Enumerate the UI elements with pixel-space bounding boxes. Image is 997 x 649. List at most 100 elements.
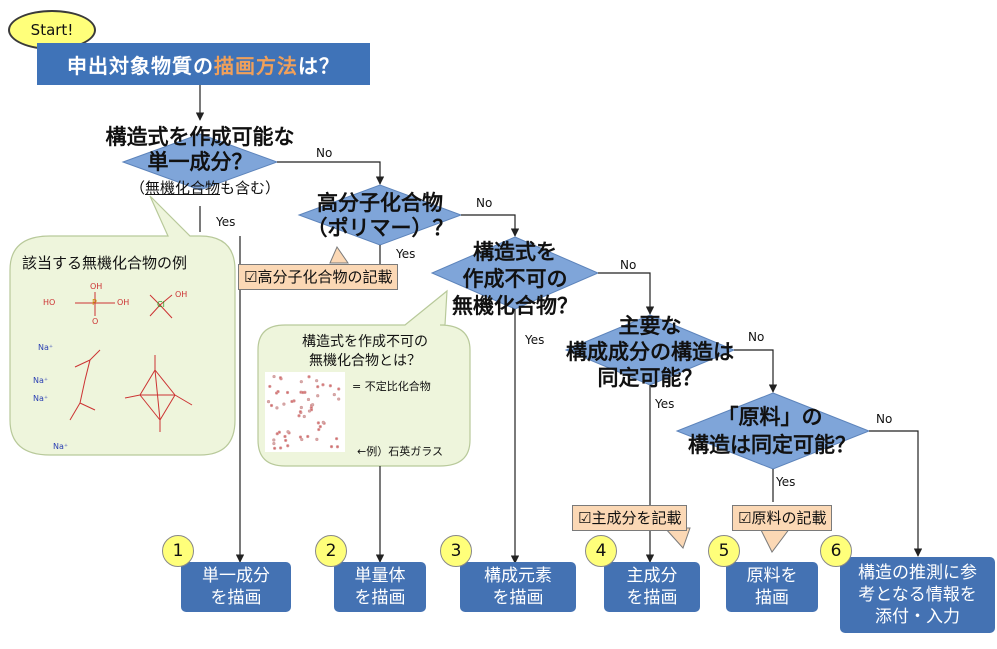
result-5-badge: 5 xyxy=(708,535,740,567)
silica-atom xyxy=(284,438,288,443)
result-4-box: 主成分 を描画 xyxy=(604,562,700,612)
silica-atom xyxy=(311,403,315,407)
silica-atom xyxy=(273,446,277,450)
result-3-box: 構成元素 を描画 xyxy=(460,562,576,612)
result-1-box: 単一成分 を描画 xyxy=(181,562,291,612)
silica-atom xyxy=(278,376,283,380)
silica-atom xyxy=(275,432,279,436)
silica-atom xyxy=(315,437,319,441)
start-label: Start! xyxy=(30,21,74,39)
decision-inorganic-line3: 無機化合物？ xyxy=(452,294,578,318)
result-5-box: 原料を 描画 xyxy=(726,562,818,612)
page-title: 申出対象物質の描画方法は？ xyxy=(37,43,370,85)
result-3-line2: を描画 xyxy=(492,588,544,608)
callout-noncrystal-note2: ←例）石英ガラス xyxy=(357,445,443,458)
callout-noncrystal-line2: 無機化合物とは？ xyxy=(309,353,421,369)
callout-noncrystal-note1: = 不定比化合物 xyxy=(352,380,431,393)
silica-atom xyxy=(277,430,281,434)
result-2-line2: を描画 xyxy=(354,588,406,608)
decision-sub-open: （ xyxy=(129,179,145,197)
decision-raw-line1: 「原料」の xyxy=(717,405,823,429)
decision-sub-rest: も含む） xyxy=(220,179,281,197)
silica-atom xyxy=(306,434,310,439)
pyrophosphate-molecule xyxy=(69,349,101,421)
silica-atom xyxy=(317,427,321,432)
result-4-badge: 4 xyxy=(585,535,617,567)
decision-sub-underlined: 無機化合物 xyxy=(144,179,220,197)
note-polymer: ☑高分子化合物の記載 xyxy=(238,264,399,290)
silica-atom xyxy=(315,379,319,383)
yes-label-1: Yes xyxy=(216,215,236,229)
silica-atom xyxy=(309,408,314,412)
decision-single-component-sub: （無機化合物も含む） xyxy=(95,177,315,198)
yes-label-2: Yes xyxy=(396,247,416,261)
note-main-component: ☑主成分を記載 xyxy=(572,505,688,531)
silica-atom xyxy=(297,414,301,418)
silica-atom xyxy=(334,437,339,441)
callout-inorganic-title: 該当する無機化合物の例 xyxy=(22,254,188,272)
decision-single-component-line2: 単一成分？ xyxy=(147,150,253,174)
silica-atom xyxy=(329,445,334,449)
result-4-line1: 主成分 xyxy=(626,566,678,586)
silica-atom xyxy=(328,384,332,388)
result-5-line1: 原料を xyxy=(746,566,798,586)
result-3-line1: 構成元素 xyxy=(484,566,552,586)
result-2-line1: 単量体 xyxy=(354,566,406,586)
silica-atom xyxy=(321,420,325,424)
result-1-line1: 単一成分 xyxy=(202,566,270,586)
silica-atom xyxy=(316,385,320,389)
yes-label-3: Yes xyxy=(525,333,545,347)
silica-atom xyxy=(321,383,325,387)
silica-atom xyxy=(337,387,341,391)
silica-atom xyxy=(306,397,311,402)
silica-atom xyxy=(279,446,283,450)
no-label-4: No xyxy=(748,330,765,344)
title-suffix: は？ xyxy=(298,53,340,78)
ion-label-4: Na⁺ xyxy=(53,442,69,451)
result-1-line2: を描画 xyxy=(210,588,262,608)
silica-atom xyxy=(282,402,286,406)
title-highlight: 描画方法 xyxy=(214,53,298,78)
mol-label-cl: Cl xyxy=(157,300,165,309)
callout-noncrystal-line1: 構造式を作成不可の xyxy=(302,334,428,350)
decision-inorganic-line1: 構造式を xyxy=(473,240,557,264)
p4o10-molecule xyxy=(124,355,193,432)
result-5-line2: 描画 xyxy=(755,588,789,608)
result-2-badge: 2 xyxy=(315,535,347,567)
no-label-3: No xyxy=(620,258,637,272)
silica-atom xyxy=(299,405,303,410)
no-label-2: No xyxy=(476,196,493,210)
silica-atom xyxy=(286,444,290,448)
callout-noncrystal-title: 構造式を作成不可の 無機化合物とは？ xyxy=(280,333,450,371)
silica-glass-network xyxy=(265,372,345,452)
yes-label-4: Yes xyxy=(655,397,675,411)
silica-atom xyxy=(272,438,276,442)
result-4-line2: を描画 xyxy=(626,588,678,608)
silica-atom xyxy=(307,375,311,379)
decision-diamond-single-component xyxy=(121,133,279,191)
decision-main-line2: 構成成分の構造は xyxy=(566,340,734,364)
note-main-pointer xyxy=(663,527,691,549)
mol-label-oh-cl: OH xyxy=(175,290,188,299)
result-2-box: 単量体 を描画 xyxy=(334,562,426,612)
decision-single-component-line1: 構造式を作成可能な xyxy=(105,125,295,149)
perchloric-acid-molecule xyxy=(149,294,173,319)
title-prefix: 申出対象物質の xyxy=(67,53,214,78)
silica-atom xyxy=(318,425,322,429)
silica-atom xyxy=(285,390,290,395)
result-3-badge: 3 xyxy=(440,535,472,567)
no-label-1: No xyxy=(316,146,333,160)
silica-atom xyxy=(335,445,340,449)
yes-label-5: Yes xyxy=(776,475,796,489)
note-raw-pointer xyxy=(759,527,791,553)
result-6-box: 構造の推測に参 考となる情報を 添付・入力 xyxy=(840,557,995,633)
result-6-badge: 6 xyxy=(820,535,852,567)
result-6-line1: 構造の推測に参 xyxy=(858,563,977,583)
silica-atom xyxy=(268,384,272,389)
note-raw-material: ☑原料の記載 xyxy=(732,505,833,531)
mol-label-p: P xyxy=(92,298,97,307)
silica-atom xyxy=(332,392,336,397)
silica-atom xyxy=(298,410,303,414)
silica-atom xyxy=(337,397,341,401)
note-polymer-pointer xyxy=(329,245,349,264)
